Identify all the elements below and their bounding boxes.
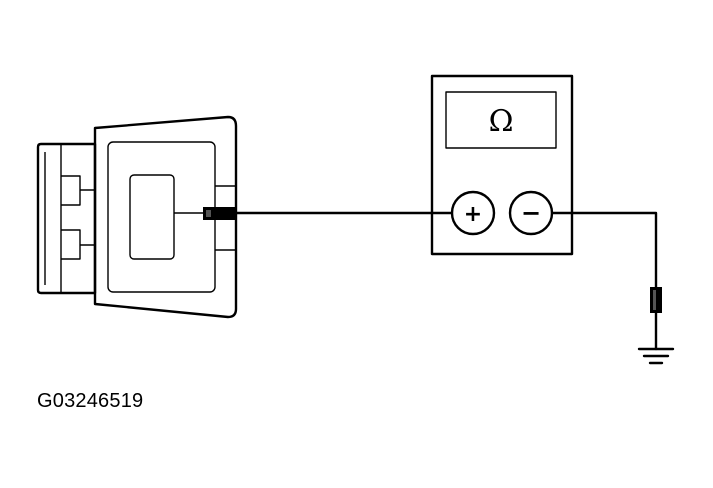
- ground-probe-icon: [650, 287, 662, 313]
- figure-id: G03246519: [37, 390, 144, 412]
- connector-icon: [36, 115, 238, 319]
- positive-terminal-label: +: [464, 202, 482, 227]
- positive-terminal: [450, 190, 496, 236]
- meter-display: [445, 91, 557, 149]
- test-lead-negative: [550, 211, 658, 289]
- ohm-symbol: Ω: [489, 104, 514, 139]
- ground-icon: [637, 347, 675, 365]
- negative-terminal-label: −: [521, 199, 541, 227]
- multimeter-icon: Ω + −: [430, 74, 574, 256]
- probe-icon: [203, 207, 235, 220]
